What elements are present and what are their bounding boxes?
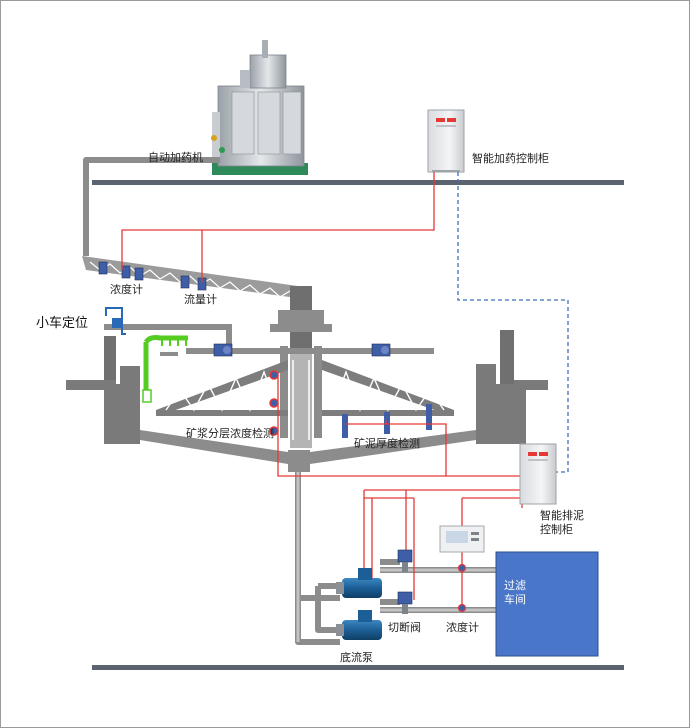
filter-workshop-box bbox=[495, 551, 599, 657]
floor-line-lower bbox=[92, 665, 624, 670]
sludge-thickness-probes bbox=[342, 404, 432, 438]
floor-line-upper bbox=[92, 180, 624, 185]
cutoff-valve-label: 切断阀 bbox=[388, 621, 421, 634]
slurry-layer-density-label: 矿浆分层浓度检测 bbox=[186, 427, 274, 440]
smart-discharge-cabinet-label-1: 智能排泥 bbox=[540, 509, 584, 522]
signal-wires bbox=[121, 172, 523, 610]
smart-discharge-cabinet bbox=[519, 443, 557, 505]
density-sensor-lower bbox=[457, 603, 467, 613]
filter-workshop-label-1: 过滤 bbox=[504, 579, 526, 592]
trolley-positioning-label: 小车定位 bbox=[36, 316, 89, 331]
flow-meter-label: 流量计 bbox=[184, 293, 217, 306]
underflow-pump-upper-icon bbox=[336, 568, 382, 598]
auto-dosing-machine bbox=[211, 40, 308, 175]
thickener-tank bbox=[66, 286, 548, 472]
density-meter-bottom-label: 浓度计 bbox=[446, 621, 479, 634]
underflow-pump-label: 底流泵 bbox=[340, 651, 373, 664]
layered-density-probes bbox=[269, 370, 279, 436]
filter-workshop-label-2: 车间 bbox=[504, 593, 526, 606]
communication-link bbox=[457, 172, 569, 473]
bridge-instrument-left-icon bbox=[213, 343, 233, 357]
trolley-positioning-unit bbox=[104, 307, 232, 344]
auto-dosing-machine-label: 自动加药机 bbox=[148, 151, 203, 164]
green-scraper-arm bbox=[142, 335, 188, 403]
density-meter-top-icon bbox=[98, 261, 144, 281]
smart-dosing-cabinet bbox=[427, 109, 465, 173]
smart-dosing-cabinet-label: 智能加药控制柜 bbox=[472, 152, 549, 165]
density-sensor-upper bbox=[457, 563, 467, 573]
density-meter-top-label: 浓度计 bbox=[110, 283, 143, 296]
bridge-instrument-right-icon bbox=[371, 343, 391, 357]
smart-discharge-cabinet-label-2: 控制柜 bbox=[540, 523, 573, 536]
underflow-pump-lower-icon bbox=[336, 610, 382, 640]
process-pipes-light bbox=[296, 470, 496, 642]
density-meter-bottom-device bbox=[439, 525, 485, 553]
sludge-thickness-label: 矿泥厚度检测 bbox=[354, 437, 420, 450]
cutoff-valve-lower-icon bbox=[397, 591, 413, 614]
cutoff-valve-upper-icon bbox=[397, 549, 413, 572]
